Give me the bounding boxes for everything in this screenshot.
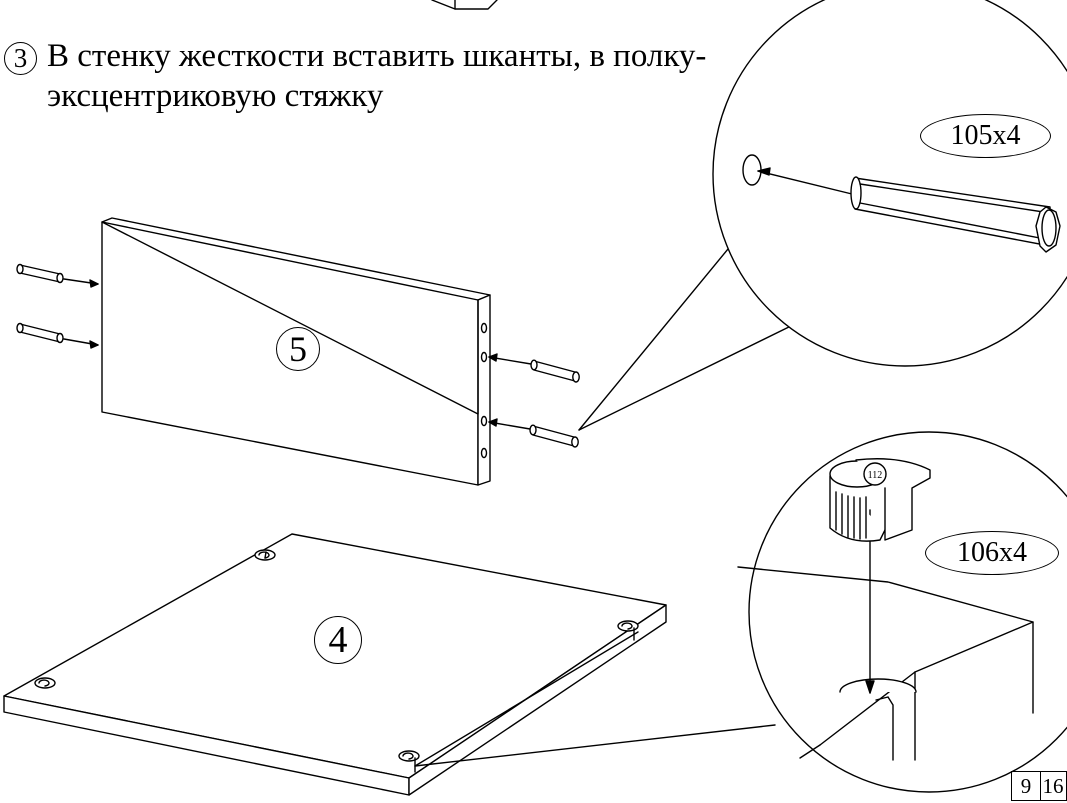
page-total: 16 [1040, 771, 1067, 801]
dowel-detail [850, 176, 1061, 253]
dowel-magnifier [712, 0, 1067, 367]
cam-lock-callout-label: 106x4 [925, 531, 1059, 575]
dowel-left-top [16, 263, 99, 288]
dowel-hole [480, 322, 488, 334]
cam-recess [398, 750, 420, 773]
dowel-callout-label: 105x4 [920, 114, 1051, 158]
part-label-shelf: 4 [314, 616, 362, 664]
cam-magnifier: 112 [737, 431, 1067, 793]
dowel-hole [480, 415, 488, 427]
cam-leader-lines [414, 631, 776, 767]
cam-recess [254, 549, 276, 561]
dowel-hole [480, 447, 488, 459]
previous-step-fragment [431, 0, 498, 10]
step-instruction: В стенку жесткости вставить шканты, в по… [47, 38, 707, 114]
svg-text:112: 112 [868, 470, 883, 481]
dowel-left-bottom [16, 322, 99, 349]
step-number-circle: 3 [4, 42, 37, 75]
page-current: 9 [1011, 771, 1041, 801]
part-label-stiffener: 5 [276, 327, 320, 371]
cam-recess [34, 677, 56, 689]
cam-lock-detail: 112 [829, 458, 931, 542]
dowel-right-bottom [488, 418, 579, 448]
shelf-panel [3, 533, 667, 796]
dowel-hole [480, 351, 488, 363]
dowel-leader-lines [578, 231, 798, 431]
dowel-right-top [488, 353, 580, 383]
